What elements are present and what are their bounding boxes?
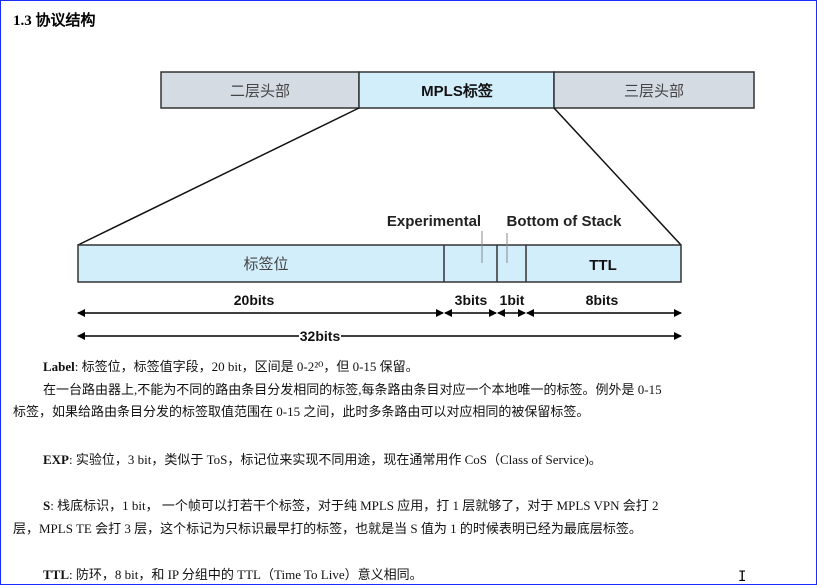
mpls-label-label: MPLS标签	[421, 82, 494, 100]
s-paragraph: S: 栈底标识，1 bit， 一个帧可以打若干个标签，对于纯 MPLS 应用，打…	[13, 495, 659, 517]
exp-text: : 实验位，3 bit，类似于 ToS，标记位来实现不同用途，现在通常用作 Co…	[69, 452, 602, 467]
label-detail-line-2: 标签，如果给路由条目分发的标签取值范围在 0-15 之间，此时多条路由可以对应相…	[13, 404, 590, 419]
bottom-of-stack-callout: Bottom of Stack	[506, 213, 622, 230]
s-text: : 栈底标识，1 bit， 一个帧可以打若干个标签，对于纯 MPLS 应用，打 …	[50, 498, 659, 513]
ttl-text: : 防环，8 bit，和 IP 分组中的 TTL（Time To Live）意义…	[69, 567, 423, 582]
s-term: S	[43, 498, 51, 513]
expand-line-right	[553, 107, 682, 246]
ttl-term: TTL	[43, 567, 70, 582]
label-paragraph: Label: 标签位，标签值字段，20 bit，区间是 0-2²⁰，但 0-15…	[13, 356, 419, 378]
ttl-paragraph: TTL: 防环，8 bit，和 IP 分组中的 TTL（Time To Live…	[13, 564, 423, 584]
width-3bits: 3bits	[455, 292, 488, 308]
layer3-header-label: 三层头部	[624, 83, 684, 100]
text-cursor-icon: I	[738, 569, 747, 585]
layer3-header-box	[553, 71, 755, 109]
s-paragraph-line-2: 层，MPLS TE 会打 3 层，这个标记为只标识最早打的标签，也就是当 S 值…	[13, 521, 642, 536]
label-field-text: 标签位	[243, 256, 288, 273]
exp-term: EXP	[43, 452, 69, 467]
label-term: Label	[43, 359, 75, 374]
label-detail-line-1: 在一台路由器上,不能为不同的路由条目分发相同的标签,每条路由条目对应一个本地唯一…	[43, 382, 662, 397]
layer2-header-label: 二层头部	[230, 83, 290, 100]
experimental-callout: Experimental	[387, 213, 481, 230]
label-field-bar	[77, 244, 682, 283]
width-32bits: 32bits	[300, 328, 341, 344]
label-text: : 标签位，标签值字段，20 bit，区间是 0-2²⁰，但 0-15 保留。	[74, 359, 419, 374]
expand-line-left	[77, 107, 360, 246]
width-20bits: 20bits	[234, 292, 275, 308]
section-title: 1.3 协议结构	[13, 13, 96, 29]
ttl-field-text: TTL	[589, 257, 617, 274]
mpls-label-box	[358, 71, 555, 109]
exp-paragraph: EXP: 实验位，3 bit，类似于 ToS，标记位来实现不同用途，现在通常用作…	[13, 449, 602, 471]
width-8bits: 8bits	[586, 292, 619, 308]
width-1bit: 1bit	[500, 292, 525, 308]
